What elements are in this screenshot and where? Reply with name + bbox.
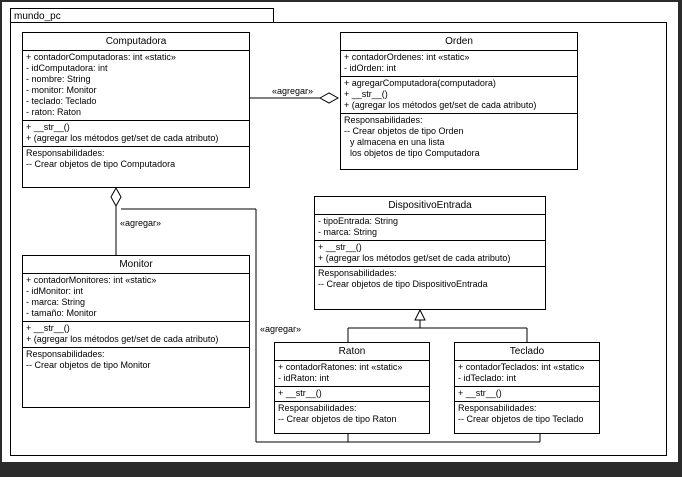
responsibility: y almacena en una lista	[350, 137, 445, 147]
class-name: Raton	[275, 343, 429, 361]
attribute: - idRaton: int	[278, 373, 330, 383]
class-name: Orden	[341, 33, 577, 51]
connectors	[110, 92, 541, 443]
class-dispositivo-entrada[interactable]: DispositivoEntrada - tipoEntrada: String…	[314, 196, 546, 310]
aggregation-diamond-computadora-monitor	[110, 186, 122, 208]
attribute: - tamaño: Monitor	[26, 308, 97, 318]
attributes: + contadorRatones: int «static» - idRato…	[275, 361, 429, 387]
method: + __str__()	[344, 89, 388, 99]
class-monitor[interactable]: Monitor + contadorMonitores: int «static…	[22, 255, 250, 408]
label-agregar-monitor: «agregar»	[120, 218, 162, 228]
class-name: Computadora	[23, 33, 249, 51]
class-name: DispositivoEntrada	[315, 197, 545, 215]
attributes: + contadorComputadoras: int «static» - i…	[23, 51, 249, 121]
method: + (agregar los métodos get/set de cada a…	[318, 253, 511, 263]
attribute: + contadorTeclados: int «static»	[458, 362, 585, 372]
attributes: + contadorMonitores: int «static» - idMo…	[23, 274, 249, 322]
class-teclado[interactable]: Teclado + contadorTeclados: int «static»…	[454, 342, 600, 434]
methods: + __str__()	[455, 387, 599, 402]
package-frame	[10, 22, 667, 456]
responsibility: -- Crear objetos de tipo Teclado	[458, 414, 584, 424]
attributes: + contadorTeclados: int «static» - idTec…	[455, 361, 599, 387]
responsibilities: Responsabilidades: -- Crear objetos de t…	[275, 402, 429, 427]
attribute: + contadorMonitores: int «static»	[26, 275, 157, 285]
responsibilities: Responsabilidades: -- Crear objetos de t…	[455, 402, 599, 427]
responsibility: -- Crear objetos de tipo Computadora	[26, 159, 176, 169]
responsibility: Responsabilidades:	[344, 115, 423, 125]
attribute: + contadorComputadoras: int «static»	[26, 52, 176, 62]
class-orden[interactable]: Orden + contadorOrdenes: int «static» - …	[340, 32, 578, 170]
responsibility: -- Crear objetos de tipo Monitor	[26, 360, 151, 370]
method: + (agregar los métodos get/set de cada a…	[26, 133, 219, 143]
responsibility: -- Crear objetos de tipo DispositivoEntr…	[318, 279, 488, 289]
method: + __str__()	[458, 388, 502, 398]
method: + __str__()	[318, 242, 362, 252]
methods: + __str__() + (agregar los métodos get/s…	[23, 121, 249, 147]
responsibility: -- Crear objetos de tipo Raton	[278, 414, 397, 424]
label-agregar-orden: «agregar»	[272, 86, 314, 96]
attribute: - idComputadora: int	[26, 63, 108, 73]
methods: + __str__()	[275, 387, 429, 402]
attribute: + contadorOrdenes: int «static»	[344, 52, 470, 62]
responsibility: -- Crear objetos de tipo Orden	[344, 126, 464, 136]
methods: + __str__() + (agregar los métodos get/s…	[315, 241, 545, 267]
attributes: + contadorOrdenes: int «static» - idOrde…	[341, 51, 577, 77]
attribute: - teclado: Teclado	[26, 96, 97, 106]
responsibilities: Responsabilidades: -- Crear objetos de t…	[315, 267, 545, 292]
responsibilities: Responsabilidades: -- Crear objetos de t…	[341, 114, 577, 161]
methods: + __str__() + (agregar los métodos get/s…	[23, 322, 249, 348]
methods: + agregarComputadora(computadora) + __st…	[341, 77, 577, 114]
aggregation-diamond-orden	[318, 92, 340, 104]
responsibility: Responsabilidades:	[278, 403, 357, 413]
responsibility: Responsabilidades:	[458, 403, 537, 413]
attributes: - tipoEntrada: String - marca: String	[315, 215, 545, 241]
class-name: Teclado	[455, 343, 599, 361]
attribute: + contadorRatones: int «static»	[278, 362, 403, 372]
responsibility: los objetos de tipo Computadora	[350, 148, 480, 158]
method: + __str__()	[26, 122, 70, 132]
responsibilities: Responsabilidades: -- Crear objetos de t…	[23, 147, 249, 172]
attribute: - nombre: String	[26, 74, 91, 84]
label-agregar-dispositivos: «agregar»	[260, 324, 302, 334]
attribute: - tipoEntrada: String	[318, 216, 399, 226]
responsibility: Responsabilidades:	[318, 268, 397, 278]
method: + (agregar los métodos get/set de cada a…	[344, 100, 537, 110]
attribute: - idTeclado: int	[458, 373, 517, 383]
attribute: - idOrden: int	[344, 63, 397, 73]
attribute: - marca: String	[26, 297, 86, 307]
class-raton[interactable]: Raton + contadorRatones: int «static» - …	[274, 342, 430, 434]
method: + __str__()	[26, 323, 70, 333]
attribute: - monitor: Monitor	[26, 85, 97, 95]
responsibility: Responsabilidades:	[26, 148, 105, 158]
package-name: mundo_pc	[14, 11, 61, 22]
class-computadora[interactable]: Computadora + contadorComputadoras: int …	[22, 32, 250, 188]
diagram-canvas: mundo_pc «agregar» «agregar» «agregar» C…	[2, 2, 678, 462]
generalization-triangle	[414, 308, 426, 321]
method: + __str__()	[278, 388, 322, 398]
attribute: - marca: String	[318, 227, 378, 237]
attribute: - idMonitor: int	[26, 286, 84, 296]
method: + (agregar los métodos get/set de cada a…	[26, 334, 219, 344]
responsibility: Responsabilidades:	[26, 349, 105, 359]
class-name: Monitor	[23, 256, 249, 274]
attribute: - raton: Raton	[26, 107, 82, 117]
method: + agregarComputadora(computadora)	[344, 78, 496, 88]
responsibilities: Responsabilidades: -- Crear objetos de t…	[23, 348, 249, 373]
